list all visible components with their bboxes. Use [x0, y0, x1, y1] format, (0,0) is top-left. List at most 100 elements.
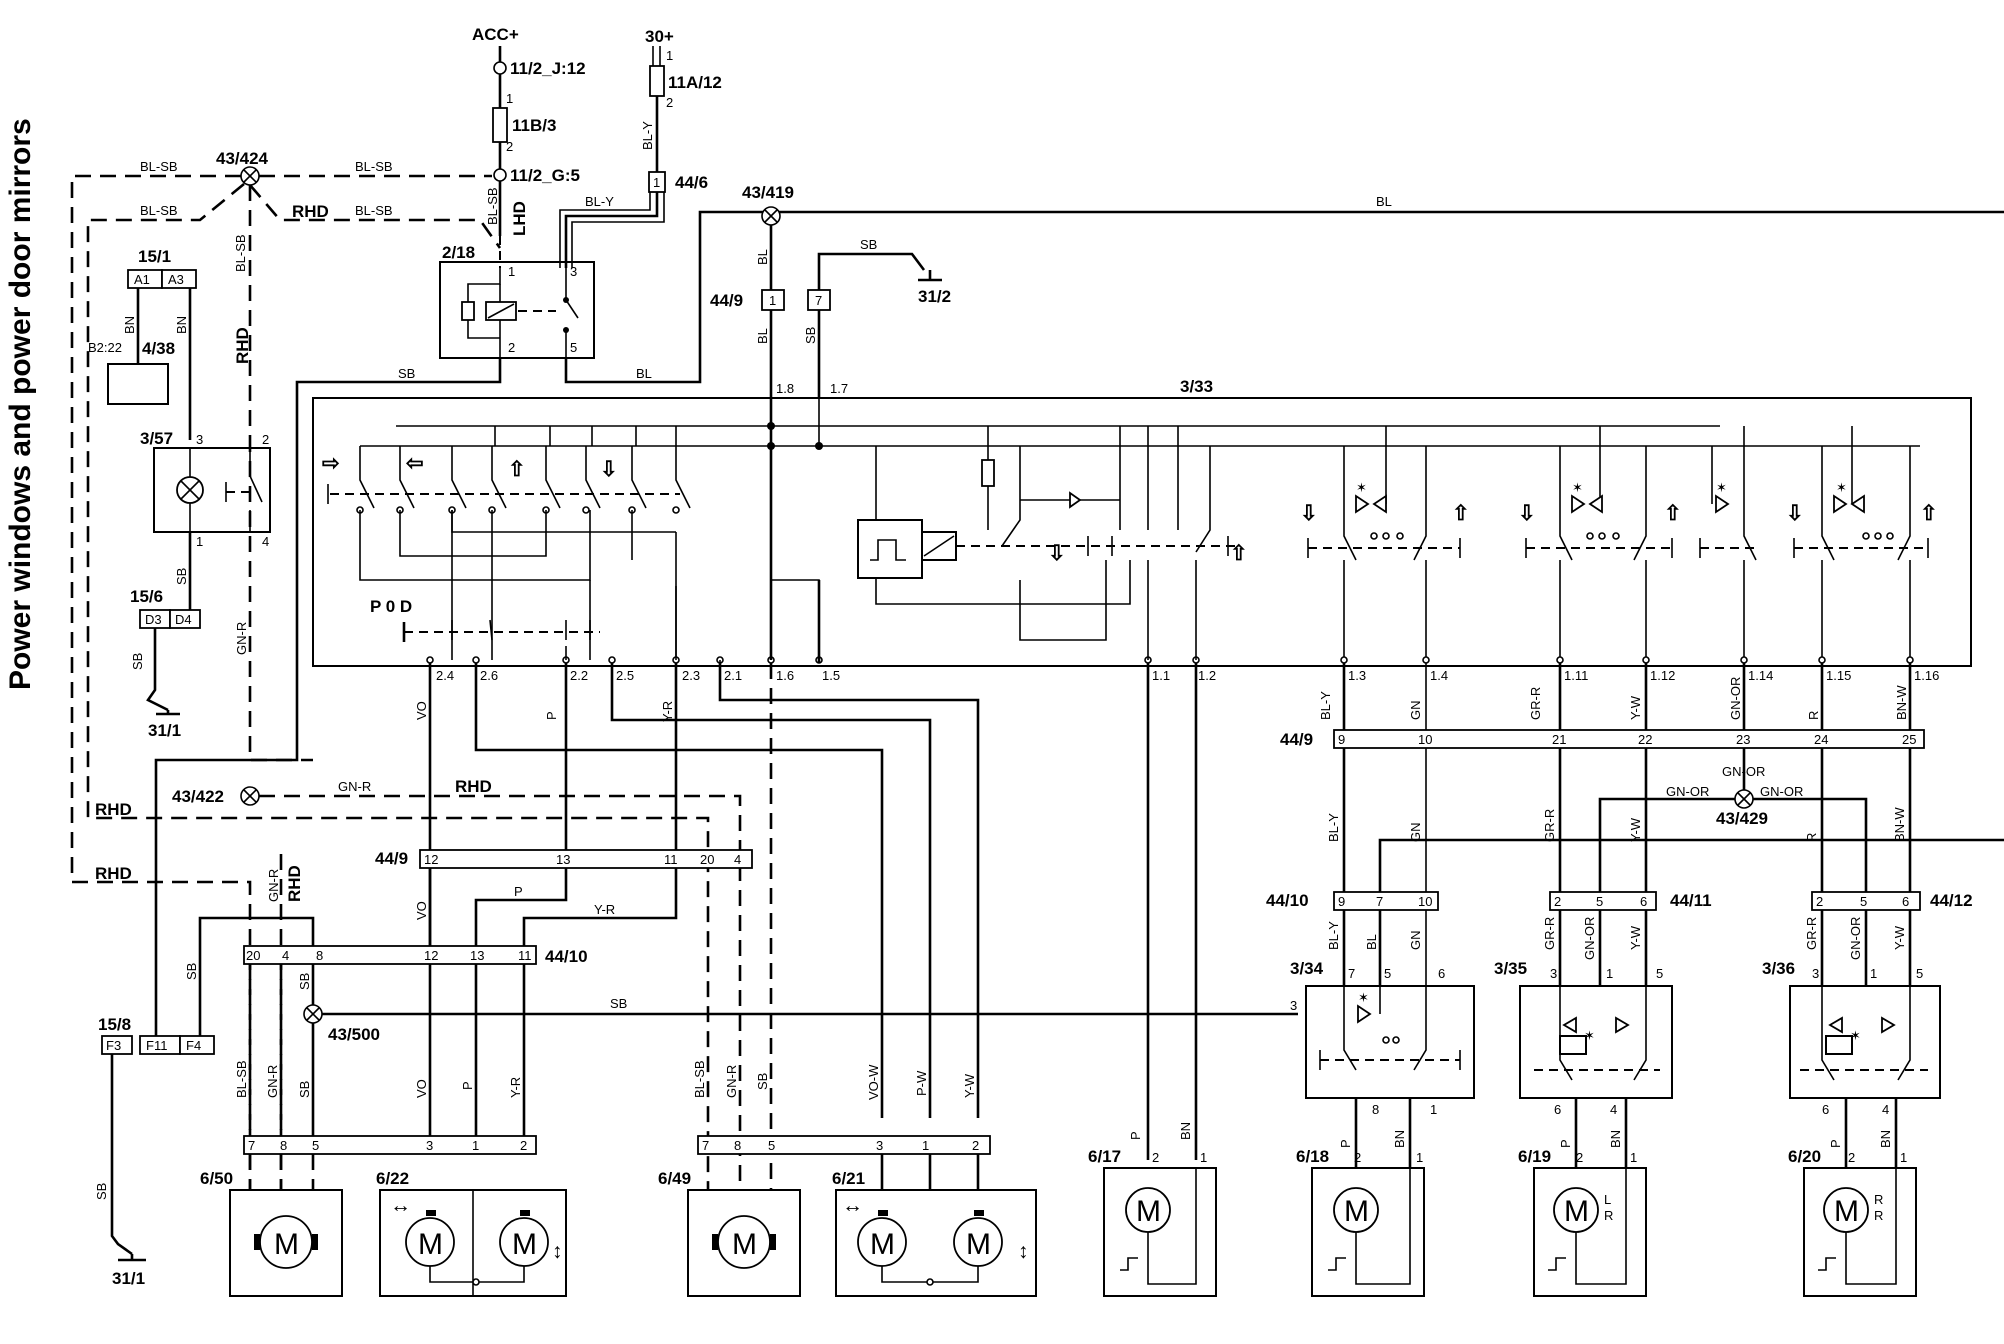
- rhd-marker-6: RHD: [285, 865, 304, 902]
- switch-3-57-label: 3/57: [140, 429, 173, 448]
- wire-color-label: VO: [414, 1079, 429, 1098]
- rhd-marker-4: RHD: [233, 327, 252, 364]
- pin-label: 3: [196, 432, 203, 447]
- fuse-11a-12-label: 11A/12: [668, 73, 722, 92]
- wire-color-label: BN: [1878, 1130, 1893, 1148]
- connector-44-6: 44/6: [675, 173, 708, 192]
- lhd-marker: LHD: [510, 201, 529, 236]
- arrow-down-icon: ⇩: [1518, 502, 1536, 525]
- mirror-switch-3-35-label: 3/35: [1494, 959, 1527, 978]
- arrow-up-icon: ⇧: [508, 458, 526, 481]
- pin-label: 5: [1860, 894, 1867, 909]
- pin-label: 6: [1438, 966, 1445, 981]
- pin-label: 1.1: [1152, 668, 1170, 683]
- mirror-switch-3-34-label: 3/34: [1290, 959, 1324, 978]
- mirror-switch-3-36-label: 3/36: [1762, 959, 1795, 978]
- wire-color-label: Y-W: [1628, 695, 1643, 720]
- wire-color-label: SB: [184, 963, 199, 980]
- wire-color-label: VO-W: [866, 1064, 881, 1100]
- side-marker: L: [1604, 1192, 1611, 1207]
- diagram-title: Power windows and power door mirrors: [4, 118, 37, 690]
- pin-label: 1.3: [1348, 668, 1366, 683]
- fuse-11b-3-label: 11B/3: [512, 116, 556, 135]
- pin-label: 7: [1376, 894, 1383, 909]
- pin-label: 1: [1416, 1150, 1423, 1165]
- arrow-down-icon: ⇩: [1300, 502, 1318, 525]
- relay-2-18-label: 2/18: [442, 243, 475, 262]
- pin-label: 2: [1354, 1150, 1361, 1165]
- acc-supply-label: ACC+: [472, 25, 519, 44]
- arrow-down-icon: ⇩: [600, 458, 618, 481]
- motor-symbol: M: [1136, 1195, 1161, 1228]
- wire-color-label: Y-W: [1892, 925, 1907, 950]
- pin-label: F4: [186, 1038, 201, 1053]
- pin-label: 1: [1200, 1150, 1207, 1165]
- pin-label: 2.2: [570, 668, 588, 683]
- pin-label: 2.4: [436, 668, 454, 683]
- pin-label: 1: [1870, 966, 1877, 981]
- pin-label: 1: [769, 293, 776, 308]
- led-icon: ✶: [1716, 480, 1727, 495]
- bat30-supply-label: 30+: [645, 27, 674, 46]
- pin-label: 1: [1430, 1102, 1437, 1117]
- wire-color-label: GN-R: [234, 622, 249, 655]
- wire-color-label: Y-W: [1628, 817, 1643, 842]
- wire-color-label: BL: [1376, 194, 1392, 209]
- wire-color-label: BL-Y: [1326, 813, 1341, 842]
- wire-color-label: VO: [414, 901, 429, 920]
- pin-label: 1: [1630, 1150, 1637, 1165]
- pin-label: F3: [106, 1038, 121, 1053]
- pin-label: 2: [1554, 894, 1561, 909]
- led-icon: ✶: [1358, 990, 1369, 1005]
- connector-15-6-label: 15/6: [130, 587, 163, 606]
- wire-color-label: GN-OR: [1582, 917, 1597, 960]
- connector-44-9-mid: 44/9: [375, 849, 408, 868]
- wire-color-label: P: [460, 1081, 475, 1090]
- splice-43-500-label: 43/500: [328, 1025, 380, 1044]
- wire-color-label: GR-R: [1542, 809, 1557, 842]
- pin-label: 22: [1638, 732, 1652, 747]
- motor-symbol: M: [1344, 1195, 1369, 1228]
- pin-label: 12: [424, 852, 438, 867]
- arrow-up-icon: ⇧: [1664, 502, 1682, 525]
- pin-label: 1.14: [1748, 668, 1773, 683]
- pin-label: 23: [1736, 732, 1750, 747]
- ground-feed-section: 43/419 BL 44/9 1 7 SB 31/2 BL SB 1.8 1.7: [710, 183, 951, 398]
- wire-color-label: BL-SB: [140, 159, 178, 174]
- pin-label: 5: [1596, 894, 1603, 909]
- wire-color-label: BL-Y: [1326, 921, 1341, 950]
- pin-label: 10: [1418, 732, 1432, 747]
- motor-symbol: M: [966, 1228, 991, 1261]
- ground-31-2: 31/2: [918, 287, 951, 306]
- wire-color-label: BL-Y: [585, 194, 614, 209]
- pin-label: 6: [1822, 1102, 1829, 1117]
- splice-43-419-label: 43/419: [742, 183, 794, 202]
- wire-color-label: SB: [610, 996, 627, 1011]
- side-marker: R: [1874, 1192, 1883, 1207]
- rhd-marker-1: RHD: [95, 864, 132, 883]
- connector-44-9-right: 44/9: [1280, 730, 1313, 749]
- pin-label: 1: [1900, 1150, 1907, 1165]
- connector-44-12: 44/12: [1930, 891, 1973, 910]
- pin-label: 2.6: [480, 668, 498, 683]
- motor-6-49: 6/49 M: [658, 1169, 801, 1297]
- door-switch-group-1: ⇩ ⇧ ✶ 1.3 1.4: [1300, 426, 1470, 683]
- motor-symbol: M: [274, 1228, 299, 1261]
- pin-label: 5: [570, 340, 577, 355]
- pin-label: 2.3: [682, 668, 700, 683]
- splice-43-424-label: 43/424: [216, 149, 269, 168]
- wire-color-label: GN-OR: [1760, 784, 1803, 799]
- pin-label: 1: [196, 534, 203, 549]
- motor-6-50-label: 6/50: [200, 1169, 233, 1188]
- rhd-network: 43/424 BL-SB BL-SB RHD RHD BL-SB BL-SB R…: [70, 149, 710, 1190]
- pin-label: 4: [282, 948, 289, 963]
- pod-switch-group: P 0 D 2.4 2.6 2.2 2.5 2.3 2.1 1.6 1.5: [370, 597, 840, 683]
- wire-color-label: BL-Y: [1318, 691, 1333, 720]
- wire-color-label: Y-R: [594, 902, 615, 917]
- wire-color-label: P: [514, 884, 523, 899]
- wire-color-label: GN-OR: [1666, 784, 1709, 799]
- pin-label: 8: [734, 1138, 741, 1153]
- motor-6-21: 6/21 ↔ ↕ M M: [832, 1169, 1037, 1297]
- pin-label: 5: [1916, 966, 1923, 981]
- wire-color-label: Y-W: [1628, 925, 1643, 950]
